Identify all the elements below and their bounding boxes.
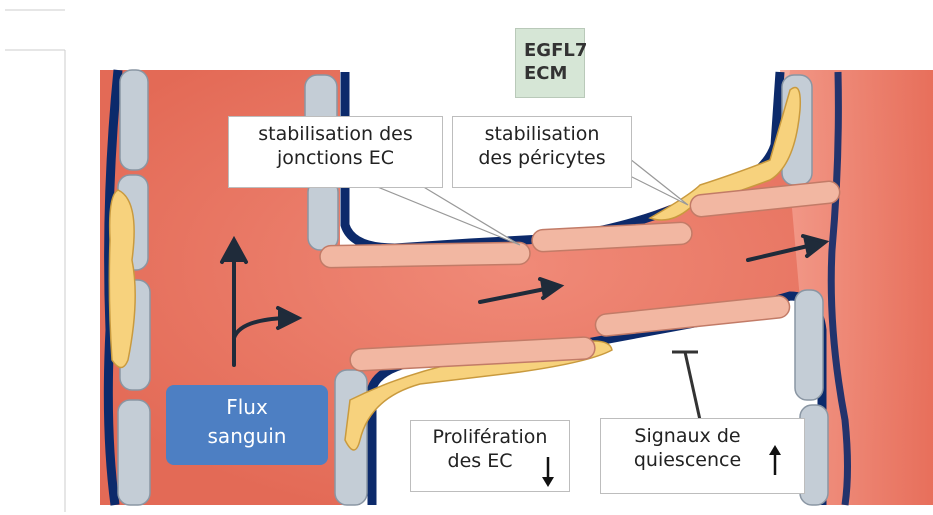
junctions-line-2: jonctions EC <box>229 147 442 171</box>
pericyte-left <box>109 190 135 368</box>
quiescence-label: Signaux de quiescence <box>600 418 805 494</box>
egfl7-ecm-label: EGFL7 ECM <box>515 28 585 98</box>
proliferation-line-1: Prolifération <box>411 426 569 450</box>
junctions-line-1: stabilisation des <box>229 123 442 147</box>
egfl7-text: EGFL7 <box>524 39 584 62</box>
flux-line-2: sanguin <box>166 422 328 451</box>
pericytes-stabilization-label: stabilisation des péricytes <box>452 116 632 188</box>
flux-line-1: Flux <box>166 393 328 422</box>
junctions-stabilization-label: stabilisation des jonctions EC <box>228 116 443 188</box>
mural-cell <box>795 290 823 400</box>
proliferation-label: Prolifération des EC <box>410 420 570 492</box>
arrow-down-icon <box>541 455 555 489</box>
mural-cell <box>118 400 150 505</box>
blood-flow-label: Flux sanguin <box>166 385 328 465</box>
ecm-text: ECM <box>524 62 584 85</box>
endothelial-cell <box>320 242 530 268</box>
mural-cell <box>308 180 338 250</box>
proliferation-line-2-text: des EC <box>448 450 513 472</box>
arrow-up-icon <box>768 443 782 477</box>
mural-cell <box>120 70 148 170</box>
pericytes-line-1: stabilisation <box>453 123 631 147</box>
pericytes-line-2: des péricytes <box>453 147 631 171</box>
